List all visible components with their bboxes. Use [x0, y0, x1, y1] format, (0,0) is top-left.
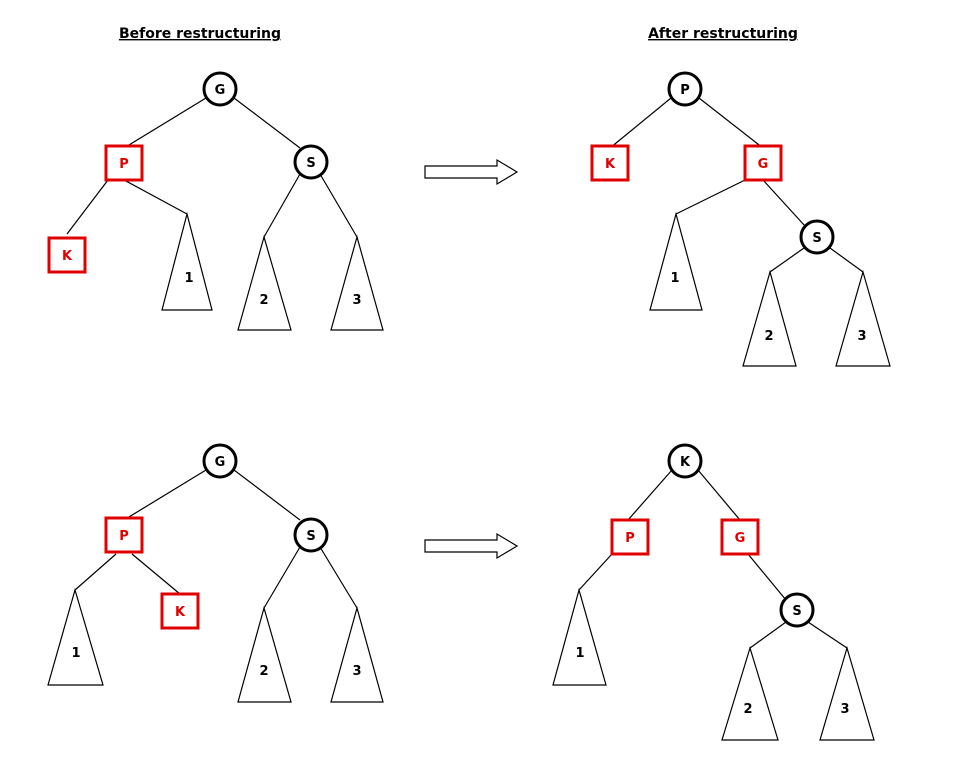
- node-label: G: [215, 83, 226, 98]
- red-node: [743, 144, 783, 182]
- subtree-2: [237, 234, 292, 331]
- heading-before: Before restructuring: [119, 26, 281, 42]
- transform-arrow: [424, 532, 519, 560]
- red-node: [160, 592, 200, 630]
- subtree-3: [330, 605, 384, 703]
- black-node: [293, 144, 329, 180]
- red-node: [720, 518, 760, 556]
- subtree-label: 2: [259, 293, 268, 308]
- red-node: [590, 144, 630, 182]
- node-label: K: [605, 157, 616, 172]
- black-node: [202, 71, 238, 107]
- node-label: K: [175, 605, 186, 620]
- subtree-label: 1: [71, 646, 80, 661]
- subtree-1: [552, 587, 607, 686]
- subtree-label: 2: [743, 702, 752, 717]
- subtree-label: 1: [575, 646, 584, 661]
- subtree-1: [47, 587, 104, 686]
- panel-after-bottom: 1 2 3 K P G S: [552, 443, 875, 741]
- subtree-label: 3: [352, 664, 361, 679]
- red-node: [47, 236, 87, 274]
- transform-arrow: [424, 158, 519, 186]
- black-node: [667, 71, 703, 107]
- node-label: S: [306, 156, 315, 171]
- node-label: K: [62, 249, 73, 264]
- node-label: G: [758, 157, 769, 172]
- node-label: S: [306, 529, 315, 544]
- subtree-1: [649, 211, 703, 311]
- black-node: [667, 443, 703, 479]
- panel-before-top: 1 2 3 G P S K: [47, 71, 384, 331]
- black-node: [293, 517, 329, 553]
- node-label: P: [119, 529, 129, 544]
- black-node: [799, 219, 835, 255]
- node-label: P: [680, 83, 690, 98]
- node-label: S: [792, 604, 801, 619]
- red-node: [104, 144, 144, 182]
- subtree-3: [330, 234, 384, 331]
- black-node: [202, 443, 238, 479]
- panel-after-top: 1 2 3 P K G S: [590, 71, 891, 367]
- node-label: P: [119, 157, 129, 172]
- subtree-label: 2: [764, 329, 773, 344]
- node-label: G: [215, 455, 226, 470]
- red-node: [104, 516, 144, 554]
- node-label: P: [625, 531, 635, 546]
- subtree-3: [819, 645, 875, 741]
- subtree-label: 3: [352, 293, 361, 308]
- subtree-2: [237, 605, 292, 703]
- subtree-1: [161, 211, 213, 311]
- subtree-2: [742, 269, 797, 367]
- node-label: K: [680, 455, 691, 470]
- subtree-label: 3: [857, 329, 866, 344]
- subtree-label: 2: [259, 664, 268, 679]
- heading-after: After restructuring: [648, 26, 798, 42]
- node-label: G: [735, 531, 746, 546]
- subtree-label: 1: [670, 271, 679, 286]
- subtree-2: [721, 645, 779, 741]
- subtree-label: 3: [840, 702, 849, 717]
- subtree-3: [835, 269, 891, 367]
- black-node: [779, 592, 815, 628]
- subtree-label: 1: [184, 271, 193, 286]
- panel-before-bottom: 1 2 3 G P S K: [47, 443, 384, 703]
- red-node: [610, 518, 650, 556]
- node-label: S: [812, 231, 821, 246]
